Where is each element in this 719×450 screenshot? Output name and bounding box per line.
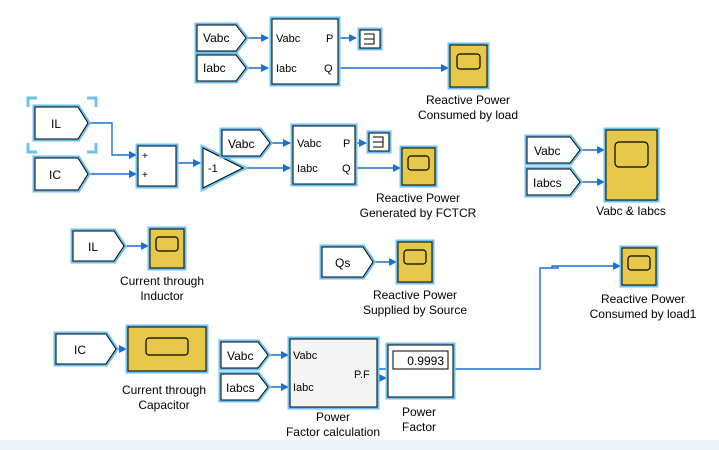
scope-inductor[interactable] xyxy=(147,226,187,271)
from-iabc-group1[interactable]: Iabc xyxy=(194,52,250,84)
terminator-1[interactable] xyxy=(357,27,383,51)
scope-load1-label-line2: Consumed by load1 xyxy=(590,307,697,321)
scope-load[interactable] xyxy=(447,42,490,90)
scope-capacitor-label-line2: Capacitor xyxy=(138,398,189,412)
scope-source[interactable] xyxy=(395,239,435,285)
scope-load-label-line2: Consumed by load xyxy=(418,108,518,122)
display-label-line2: Factor xyxy=(402,420,436,434)
from-vabc-group1[interactable]: Vabc xyxy=(194,22,250,54)
line-pf-to-load1-scope[interactable] xyxy=(551,262,621,270)
line-il-to-sum[interactable] xyxy=(88,122,137,159)
scope-source-label-line1: Reactive Power xyxy=(373,288,457,302)
sum-block[interactable]: + + xyxy=(135,143,179,189)
from-tag-label: Qs xyxy=(335,256,350,270)
from-tag-label: Vabc xyxy=(228,137,254,151)
from-vabc-scope[interactable]: Vabc xyxy=(524,134,584,166)
pq-measure-block-fctcr[interactable]: Vabc Iabc P Q xyxy=(290,123,358,187)
scope-load-label-line1: Reactive Power xyxy=(426,93,510,107)
pfcalc-label-line1: Power xyxy=(316,410,350,424)
port-label-p: P xyxy=(326,33,333,45)
scope-fctcr-label-line2: Generated by FCTCR xyxy=(360,206,477,220)
pfcalc-label-line2: Factor calculation xyxy=(286,425,380,439)
scope-capacitor[interactable] xyxy=(125,324,209,374)
from-tag-label: Vabc xyxy=(203,31,229,45)
scope-vabc-iabcs[interactable] xyxy=(603,127,660,203)
scope-inductor-label-line1: Current through xyxy=(120,274,204,288)
pq-measure-block-load[interactable]: Vabc Iabc P Q xyxy=(269,16,341,87)
from-ic-capacitor[interactable]: IC xyxy=(53,331,120,367)
from-tag-label: Vabc xyxy=(534,144,560,158)
terminator-2[interactable] xyxy=(366,130,392,154)
from-iabcs-pf[interactable]: Iabcs xyxy=(218,371,272,403)
port-label-vabc: Vabc xyxy=(293,350,318,362)
from-tag-label: Vabc xyxy=(227,349,253,363)
from-il-group2[interactable]: IL xyxy=(32,104,91,142)
scope-capacitor-label-line1: Current through xyxy=(122,383,206,397)
from-tag-label: Iabc xyxy=(203,61,226,75)
display-label-line1: Power xyxy=(402,405,436,419)
sum-plus-1: + xyxy=(142,151,148,162)
pf-calc-subsystem[interactable]: Vabc Iabc P.F xyxy=(287,336,380,410)
port-label-vabc: Vabc xyxy=(276,33,301,45)
scope-fctcr[interactable] xyxy=(399,145,438,188)
from-tag-label: IL xyxy=(51,117,61,131)
scope-inductor-label-line2: Inductor xyxy=(140,289,183,303)
selection-handles xyxy=(26,96,98,154)
from-tag-label: IC xyxy=(74,343,86,357)
from-tag-label: Iabcs xyxy=(533,176,562,190)
line-pf-branch-route[interactable] xyxy=(377,266,559,370)
port-label-vabc: Vabc xyxy=(297,138,322,150)
gain-value: -1 xyxy=(208,163,218,175)
scope-load1[interactable] xyxy=(619,245,659,288)
bottom-strip xyxy=(0,440,719,450)
from-il-inductor[interactable]: IL xyxy=(70,228,128,264)
display-value: 0.9993 xyxy=(407,354,444,368)
from-tag-label: IC xyxy=(49,168,61,182)
power-factor-display[interactable]: 0.9993 xyxy=(385,342,456,400)
port-label-q: Q xyxy=(324,63,333,75)
from-vabc-pf[interactable]: Vabc xyxy=(218,339,272,371)
from-iabcs-scope[interactable]: Iabcs xyxy=(524,166,584,198)
scope-fctcr-label-line1: Reactive Power xyxy=(376,191,460,205)
from-vabc-group2[interactable]: Vabc xyxy=(219,127,274,159)
scope-source-label-line2: Supplied by Source xyxy=(363,303,467,317)
port-label-pf: P.F xyxy=(354,369,370,381)
port-label-iabc: Iabc xyxy=(297,163,318,175)
from-ic-group2[interactable]: IC xyxy=(32,155,91,193)
scope-vi-label: Vabc & Iabcs xyxy=(596,204,666,218)
from-tag-label: Iabcs xyxy=(226,381,255,395)
scope-load1-label-line1: Reactive Power xyxy=(601,292,685,306)
signal-lines xyxy=(88,34,621,391)
port-label-iabc: Iabc xyxy=(276,63,297,75)
from-tag-label: IL xyxy=(88,240,98,254)
port-label-p: P xyxy=(343,138,350,150)
port-label-iabc: Iabc xyxy=(293,382,314,394)
sum-plus-2: + xyxy=(142,170,148,181)
from-qs[interactable]: Qs xyxy=(319,244,377,280)
port-label-q: Q xyxy=(342,163,351,175)
